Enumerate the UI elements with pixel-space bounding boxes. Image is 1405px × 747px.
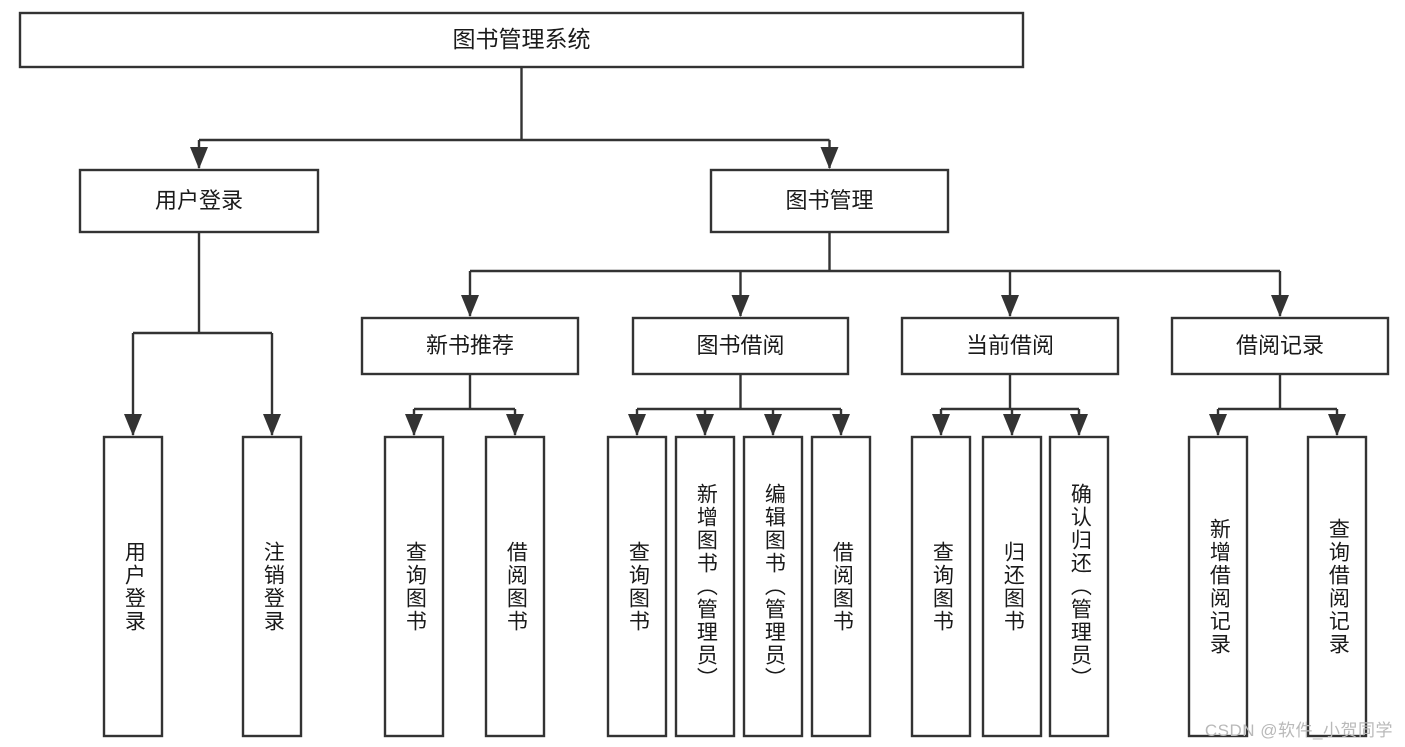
arrow-head-icon bbox=[628, 414, 646, 436]
connector-layer bbox=[124, 67, 1346, 436]
arrow-head-icon bbox=[1209, 414, 1227, 436]
watermark-text: CSDN @软件_小贺同学 bbox=[1204, 721, 1393, 740]
node-label-book-borrow: 图书借阅 bbox=[696, 333, 784, 358]
node-box-leaf-query-record[interactable] bbox=[1306, 435, 1368, 738]
node-box-leaf-confirm-return[interactable] bbox=[1048, 435, 1110, 738]
node-box-leaf-query-book-1[interactable] bbox=[383, 435, 445, 738]
node-box-current-borrow[interactable] bbox=[900, 316, 1120, 376]
arrow-head-icon bbox=[764, 414, 782, 436]
arrow-head-icon bbox=[124, 414, 142, 436]
arrow-head-icon bbox=[1328, 414, 1346, 436]
arrow-head-icon bbox=[932, 414, 950, 436]
arrow-head-icon bbox=[820, 147, 839, 169]
arrow-head-icon bbox=[461, 295, 479, 317]
arrow-head-icon bbox=[405, 414, 423, 436]
node-box-leaf-add-record[interactable] bbox=[1187, 435, 1249, 738]
arrow-head-icon bbox=[1003, 414, 1021, 436]
node-box-leaf-user-login[interactable] bbox=[102, 435, 164, 738]
node-box-leaf-query-book-3[interactable] bbox=[910, 435, 972, 738]
node-box-root[interactable] bbox=[18, 11, 1025, 69]
node-label-root: 图书管理系统 bbox=[453, 26, 591, 52]
node-box-leaf-return-book[interactable] bbox=[981, 435, 1043, 738]
arrow-head-icon bbox=[731, 295, 750, 317]
arrow-head-icon bbox=[696, 414, 714, 436]
arrow-head-icon bbox=[832, 414, 850, 436]
node-label-current-borrow: 当前借阅 bbox=[966, 333, 1054, 358]
node-box-book-manage[interactable] bbox=[709, 168, 950, 234]
node-label-new-book-recommend: 新书推荐 bbox=[426, 333, 514, 358]
arrow-head-icon bbox=[506, 414, 524, 436]
node-label-borrow-record: 借阅记录 bbox=[1236, 333, 1324, 358]
arrow-head-icon bbox=[263, 414, 281, 436]
node-box-borrow-record[interactable] bbox=[1170, 316, 1390, 376]
arrow-head-icon bbox=[1070, 414, 1088, 436]
arrow-head-icon bbox=[190, 147, 208, 169]
arrow-head-icon bbox=[1271, 295, 1289, 317]
node-box-user-login[interactable] bbox=[78, 168, 320, 234]
node-label-user-login: 用户登录 bbox=[155, 188, 243, 213]
node-box-leaf-borrow-book-1[interactable] bbox=[484, 435, 546, 738]
node-box-leaf-add-book[interactable] bbox=[674, 435, 736, 738]
node-box-book-borrow[interactable] bbox=[631, 316, 850, 376]
node-label-book-manage: 图书管理 bbox=[785, 188, 873, 213]
arrow-head-icon bbox=[1001, 295, 1019, 317]
node-box-new-book-recommend[interactable] bbox=[360, 316, 580, 376]
node-box-leaf-query-book-2[interactable] bbox=[606, 435, 668, 738]
node-box-layer bbox=[18, 11, 1390, 738]
node-box-leaf-edit-book[interactable] bbox=[742, 435, 804, 738]
node-box-leaf-logout-login[interactable] bbox=[241, 435, 303, 738]
node-box-leaf-borrow-book-2[interactable] bbox=[810, 435, 872, 738]
